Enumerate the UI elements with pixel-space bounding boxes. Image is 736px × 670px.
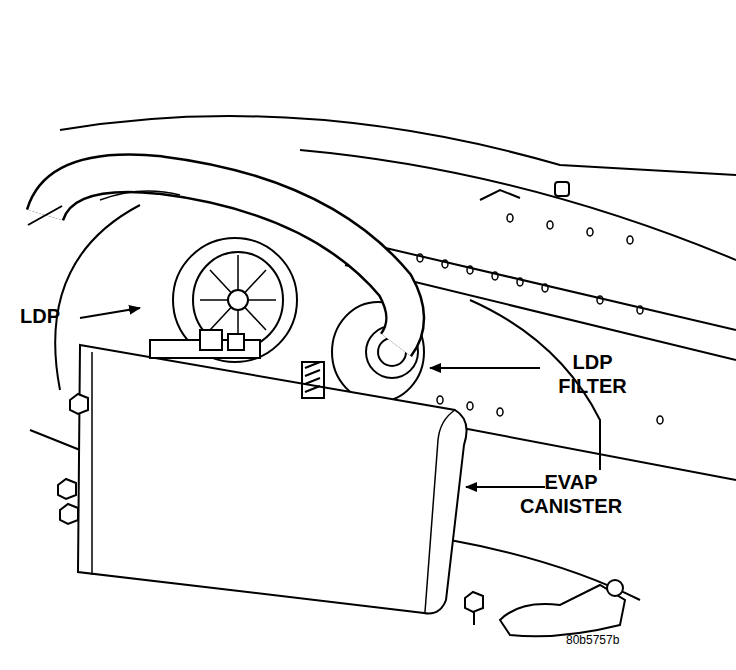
part-label: EVAP CANISTER: [510, 470, 632, 518]
figure-code: 80b5757b: [566, 633, 656, 647]
part-label: LDP: [20, 304, 90, 328]
part-label: LDP FILTER: [545, 350, 640, 398]
